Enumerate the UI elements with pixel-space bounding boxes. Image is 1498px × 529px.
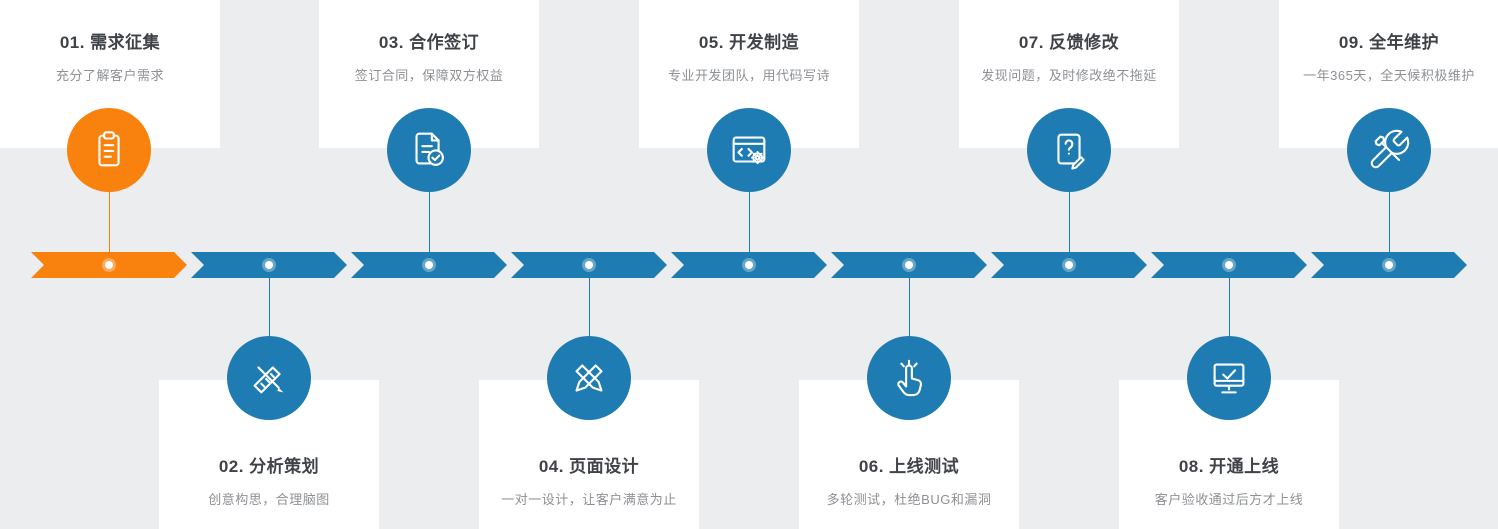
step-title: 02. 分析策划 xyxy=(218,457,320,476)
timeline-dot xyxy=(745,261,753,269)
design-ruler-icon xyxy=(253,366,284,394)
step-subtitle: 多轮测试，杜绝BUG和漏洞 xyxy=(826,492,992,507)
step-subtitle: 发现问题，及时修改绝不拖延 xyxy=(981,68,1157,83)
step-icon-circle xyxy=(867,336,951,420)
feedback-doc-icon xyxy=(1057,133,1085,170)
tools-icon xyxy=(1370,129,1410,169)
click-hand-icon xyxy=(897,359,922,397)
connector-line xyxy=(589,265,590,336)
step-subtitle: 客户验收通过后方才上线 xyxy=(1154,492,1304,507)
timeline-dot xyxy=(585,261,593,269)
step-icon-circle xyxy=(1187,336,1271,420)
timeline-dot xyxy=(1385,261,1393,269)
step-title: 01. 需求征集 xyxy=(59,33,161,52)
step-subtitle: 创意构思，合理脑图 xyxy=(208,492,330,507)
step-subtitle: 签订合同，保障双方权益 xyxy=(354,68,504,83)
crossed-pens-icon xyxy=(575,364,603,392)
connector-line xyxy=(109,192,110,265)
monitor-check-icon xyxy=(1213,363,1245,394)
step-title: 03. 合作签订 xyxy=(378,33,480,52)
connector-line xyxy=(1229,265,1230,336)
connector-line xyxy=(1069,192,1070,265)
timeline-dot xyxy=(1065,261,1073,269)
connector-line xyxy=(909,265,910,336)
step-icon-circle xyxy=(547,336,631,420)
clipboard-icon xyxy=(98,131,120,167)
step-icon-circle xyxy=(707,108,791,192)
timeline-dot xyxy=(905,261,913,269)
timeline-dot xyxy=(265,261,273,269)
code-window-icon xyxy=(732,136,766,165)
timeline-dot xyxy=(425,261,433,269)
connector-line xyxy=(269,265,270,336)
connector-line xyxy=(429,192,430,265)
step-icon-circle xyxy=(387,108,471,192)
step-subtitle: 一年365天，全天候积极维护 xyxy=(1303,68,1475,83)
step-title: 05. 开发制造 xyxy=(698,33,800,52)
step-icon-circle xyxy=(1347,108,1431,192)
step-icon-circle xyxy=(67,108,151,192)
contract-check-icon xyxy=(415,132,444,166)
timeline-dot xyxy=(1225,261,1233,269)
step-icon-circle xyxy=(1027,108,1111,192)
step-title: 06. 上线测试 xyxy=(858,457,960,476)
step-title: 04. 页面设计 xyxy=(538,457,640,476)
step-subtitle: 一对一设计，让客户满意为止 xyxy=(501,492,677,507)
step-title: 09. 全年维护 xyxy=(1338,33,1440,52)
step-icon-circle xyxy=(227,336,311,420)
step-title: 08. 开通上线 xyxy=(1178,457,1280,476)
step-subtitle: 充分了解客户需求 xyxy=(55,68,164,83)
connector-line xyxy=(749,192,750,265)
timeline-dot xyxy=(105,261,113,269)
connector-line xyxy=(1389,192,1390,265)
step-subtitle: 专业开发团队，用代码写诗 xyxy=(667,68,830,83)
step-title: 07. 反馈修改 xyxy=(1018,33,1120,52)
